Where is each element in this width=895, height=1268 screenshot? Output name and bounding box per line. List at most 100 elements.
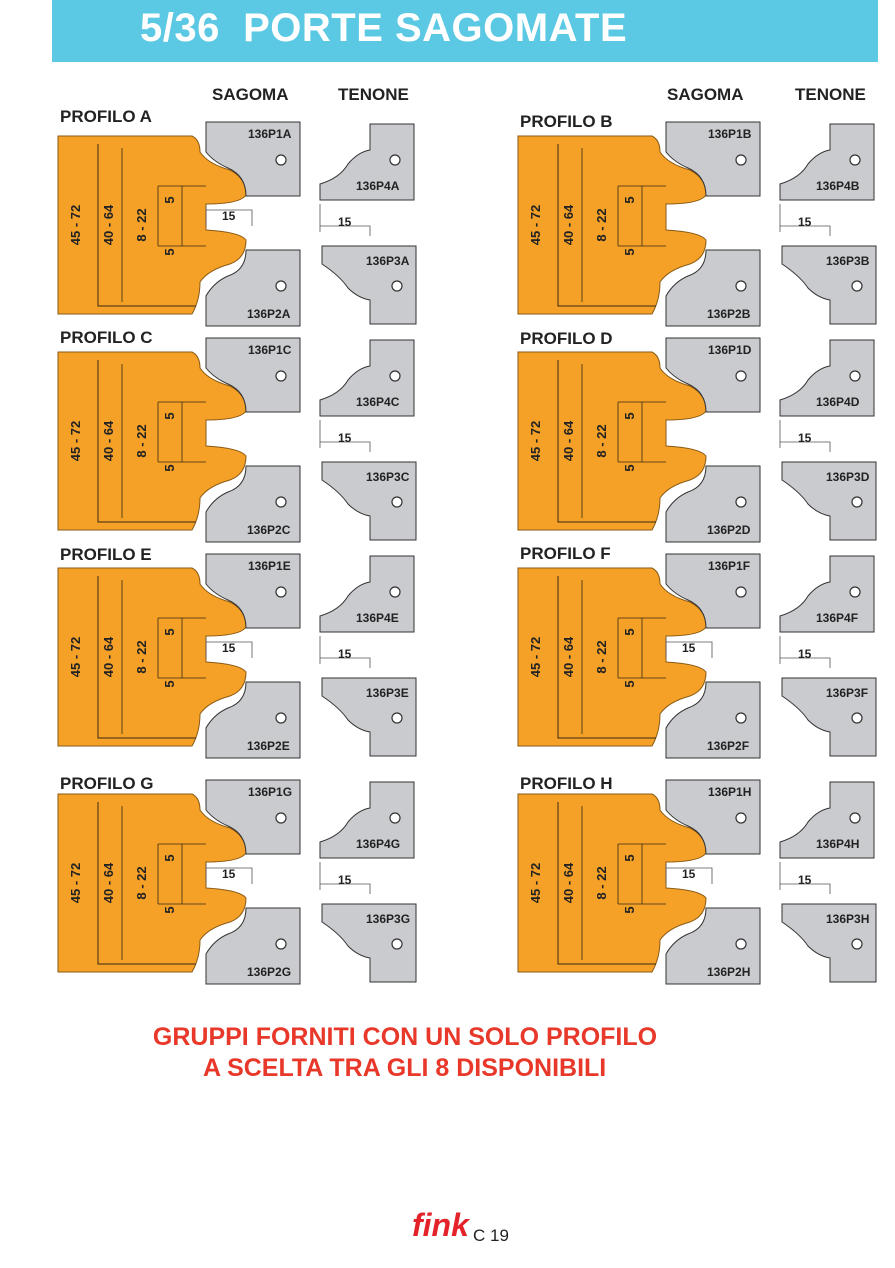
sagoma-top-code: 136P1F xyxy=(708,559,750,573)
dimension-label: 40 - 64 xyxy=(101,862,116,903)
column-header-sagoma: SAGOMA xyxy=(212,85,289,104)
sagoma-bottom-code: 136P2B xyxy=(707,307,751,321)
profile-title: PROFILO H xyxy=(520,774,613,793)
door-inner-line-outer xyxy=(557,360,656,523)
page-number: C 19 xyxy=(473,1226,509,1245)
tenone-cutter-bottom xyxy=(321,245,417,325)
tenone-bottom-code: 136P3C xyxy=(366,470,410,484)
tenone-top-code: 136P4B xyxy=(816,179,860,193)
dimension-label: 8 - 22 xyxy=(594,208,609,241)
door-profile-section xyxy=(57,135,247,315)
dimension-label: 45 - 72 xyxy=(68,205,83,245)
door-tenon-lines xyxy=(157,401,206,463)
dimension-label: 40 - 64 xyxy=(561,636,576,677)
tenone-bottom-code: 136P3B xyxy=(826,254,870,268)
sagoma-cutter-bottom xyxy=(665,465,761,543)
dimension-label: 45 - 72 xyxy=(528,637,543,677)
tenone-cutter-bottom xyxy=(781,677,877,757)
dimension-label: 5 xyxy=(622,464,637,471)
tenone-width-line xyxy=(779,204,831,236)
dimension-label: 5 xyxy=(162,680,177,687)
dimension-label: 8 - 22 xyxy=(594,424,609,457)
cutter-bore-hole xyxy=(735,280,747,292)
sagoma-cutter-bottom xyxy=(665,681,761,759)
door-profile-section xyxy=(57,567,247,747)
dimension-label: 40 - 64 xyxy=(561,862,576,903)
cutter-bore-hole xyxy=(851,938,863,950)
door-profile-section xyxy=(57,351,247,531)
sagoma-bottom-code: 136P2H xyxy=(707,965,750,979)
dimension-label: 45 - 72 xyxy=(68,863,83,903)
cutter-bore-hole xyxy=(275,938,287,950)
tenone-cutter-top xyxy=(779,555,875,633)
tenone-width-line xyxy=(319,420,371,452)
dimension-label: 5 xyxy=(162,248,177,255)
dimension-label: 40 - 64 xyxy=(101,204,116,245)
dimension-label: 5 xyxy=(162,412,177,419)
cutter-bore-hole xyxy=(389,812,401,824)
door-inner-line-outer xyxy=(97,802,196,965)
dimension-label: 40 - 64 xyxy=(101,636,116,677)
sagoma-top-code: 136P1H xyxy=(708,785,751,799)
width-dimension-line xyxy=(205,638,253,658)
page-title: 5/36 PORTE SAGOMATE xyxy=(140,6,628,50)
sagoma-cutter-top xyxy=(205,337,301,413)
column-header-tenone: TENONE xyxy=(338,85,409,104)
profile-title: PROFILO B xyxy=(520,112,613,131)
tenone-cutter-bottom xyxy=(321,677,417,757)
sagoma-cutter-top xyxy=(665,121,761,197)
sagoma-cutter-top xyxy=(665,553,761,629)
dimension-label: 8 - 22 xyxy=(134,424,149,457)
dimension-label: 5 xyxy=(622,196,637,203)
door-inner-line-outer xyxy=(97,144,196,307)
tenone-bottom-code: 136P3D xyxy=(826,470,870,484)
width-dimension-line xyxy=(205,864,253,884)
tenone-cutter-top xyxy=(319,123,415,201)
sagoma-cutter-bottom xyxy=(205,465,301,543)
width-label: 15 xyxy=(222,641,236,655)
profile-title: PROFILO A xyxy=(60,107,152,126)
tenone-cutter-top xyxy=(779,339,875,417)
cutter-bore-hole xyxy=(851,280,863,292)
sagoma-cutter-top xyxy=(205,779,301,855)
sagoma-bottom-code: 136P2E xyxy=(247,739,290,753)
width-label: 15 xyxy=(682,641,696,655)
cutter-bore-hole xyxy=(275,586,287,598)
tenone-top-code: 136P4F xyxy=(816,611,858,625)
cutter-bore-hole xyxy=(275,370,287,382)
profile-title: PROFILO D xyxy=(520,329,613,348)
cutter-bore-hole xyxy=(851,496,863,508)
cutter-bore-hole xyxy=(735,370,747,382)
dimension-label: 45 - 72 xyxy=(68,421,83,461)
cutter-bore-hole xyxy=(735,938,747,950)
sagoma-cutter-bottom xyxy=(205,907,301,985)
profile-title: PROFILO G xyxy=(60,774,154,793)
tenone-cutter-top xyxy=(779,123,875,201)
dimension-label: 8 - 22 xyxy=(594,640,609,673)
dimension-label: 5 xyxy=(622,248,637,255)
door-tenon-lines xyxy=(157,617,206,679)
door-tenon-lines xyxy=(617,401,666,463)
tenone-width-label: 15 xyxy=(338,873,352,887)
tenone-width-label: 15 xyxy=(798,873,812,887)
profile-title: PROFILO C xyxy=(60,328,153,347)
sagoma-top-code: 136P1G xyxy=(248,785,292,799)
tenone-width-line xyxy=(319,204,371,236)
tenone-cutter-bottom xyxy=(321,903,417,983)
dimension-label: 5 xyxy=(162,196,177,203)
width-label: 15 xyxy=(682,867,696,881)
dimension-label: 5 xyxy=(622,628,637,635)
dimension-label: 5 xyxy=(622,906,637,913)
cutter-bore-hole xyxy=(275,154,287,166)
profile-title: PROFILO E xyxy=(60,545,152,564)
door-profile-section xyxy=(517,793,707,973)
width-dimension-line xyxy=(665,638,713,658)
tenone-width-line xyxy=(779,636,831,668)
tenone-cutter-bottom xyxy=(781,903,877,983)
tenone-bottom-code: 136P3G xyxy=(366,912,410,926)
